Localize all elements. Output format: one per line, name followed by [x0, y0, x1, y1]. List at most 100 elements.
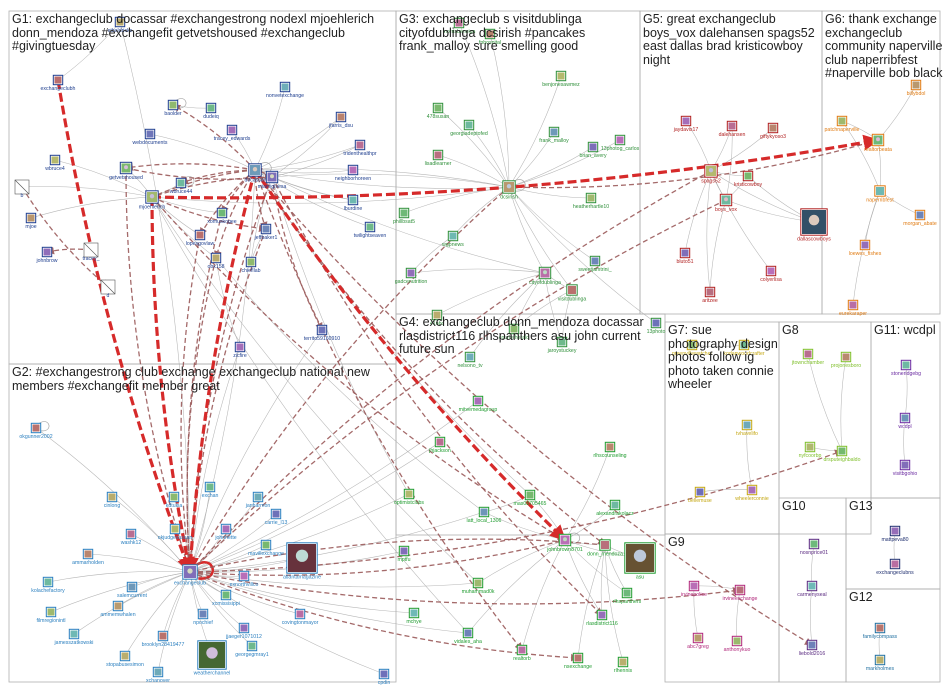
node-sweetjamtrini_[interactable]: sweetjamtrini_ [578, 256, 611, 273]
node-weatherchannel[interactable]: weatherchannel [194, 641, 231, 677]
node-naperribfest[interactable]: naperribfest [866, 186, 894, 204]
node-dudeiq[interactable]: dudeiq [203, 103, 219, 120]
node-markholmes[interactable]: markholmes [866, 655, 895, 672]
node-brooklyn28419477[interactable]: brooklyn28419477 [142, 631, 185, 648]
node-getvetshoused[interactable]: getvetshoused [109, 162, 143, 181]
node-stopabusesimon[interactable]: stopabusesimon [106, 651, 144, 668]
node-b[interactable]: b [15, 180, 29, 199]
node-asu[interactable]: asu [625, 543, 655, 581]
node-lisadlearner[interactable]: lisadlearner [425, 150, 452, 167]
node-wbruce4[interactable]: wbruce4 [45, 155, 65, 172]
node-kristicowboy[interactable]: kristicowboy [734, 171, 763, 188]
node-exchangeclubh[interactable]: exchangeclubh [41, 75, 76, 92]
node-colyerlisa[interactable]: colyerlisa [760, 266, 782, 283]
node-salemcurrent[interactable]: salemcurrent [117, 582, 148, 599]
node-tracey_edwards[interactable]: tracey_edwards [214, 125, 251, 142]
node-covingtonmayor[interactable]: covingtonmayor [282, 609, 319, 626]
node-neighborhoreen[interactable]: neighborhoreen [335, 165, 371, 182]
node-tracey_[interactable]: tracey_ [82, 243, 99, 262]
node-wcdpl[interactable]: wcdpl [898, 413, 911, 430]
node-visitbgohio[interactable]: visitbgohio [893, 460, 918, 477]
node-mjoe[interactable]: mjoe [25, 213, 36, 230]
node-chiefllab[interactable]: chiefllab [241, 257, 260, 274]
node-obx158[interactable]: obx158 [207, 253, 224, 270]
node-realtorb[interactable]: realtorb [513, 645, 531, 662]
node-giftykyoso3[interactable]: giftykyoso3 [760, 123, 786, 140]
node-13photog_carlos[interactable]: 13photog_carlos [601, 135, 640, 152]
node-478susan[interactable]: 478susan [427, 103, 450, 120]
node-okgunner2002[interactable]: okgunner2002 [19, 423, 52, 440]
node-projonesboro[interactable]: projonesboro [831, 352, 861, 369]
node-nyfcoorbp[interactable]: nyfcoorbp [799, 442, 822, 459]
node-drsputeighbaldo[interactable]: drsputeighbaldo [824, 446, 861, 463]
node-lburdine[interactable]: lburdine [344, 195, 363, 212]
node-irvinepolice[interactable]: irvinepolice [681, 581, 707, 598]
node-filmregionintl[interactable]: filmregionintl [36, 607, 65, 624]
node-carmenyseal[interactable]: carmenyseal [797, 581, 826, 598]
node-bluto51[interactable]: bluto51 [676, 248, 693, 265]
node-xomuskogee[interactable]: xomuskogee [207, 208, 237, 225]
node-mchye[interactable]: mchye [406, 608, 421, 625]
node-cinlong[interactable]: cinlong [104, 492, 121, 509]
node-rlhscounseling[interactable]: rlhscounseling [593, 442, 626, 459]
node-ammemwhalen[interactable]: ammemwhalen [100, 601, 135, 618]
node-bellemuse[interactable]: bellemuse [688, 487, 712, 504]
node-xchanover[interactable]: xchanover [146, 667, 170, 684]
node-jfarris_dsu[interactable]: jfarris_dsu [328, 112, 353, 129]
node-optimistclubs[interactable]: optimistclubs [394, 489, 424, 506]
node-jaydavis17[interactable]: jaydavis17 [673, 116, 699, 133]
node-zicfire[interactable]: zicfire [233, 342, 247, 359]
node-gadcenutrition[interactable]: gadcenutrition [395, 268, 428, 285]
node-wheelerconnie[interactable]: wheelerconnie [735, 485, 769, 502]
node-liebold2016[interactable]: liebold2016 [799, 640, 826, 657]
node-atlantamagazine[interactable]: atlantamagazine [283, 543, 321, 581]
node-stoneridgebg[interactable]: stoneridgebg [891, 360, 921, 377]
node-nosnprice01[interactable]: nosnprice01 [800, 539, 828, 556]
node-vidales_aha[interactable]: vidales_aha [454, 628, 482, 645]
node-nonvetexchange[interactable]: nonvetexchange [266, 82, 304, 99]
node-tvhavelifo[interactable]: tvhavelifo [736, 420, 758, 437]
node-dcsirish[interactable]: dcsirish [500, 181, 518, 201]
node-billybdol[interactable]: billybdol [907, 80, 926, 97]
node-heatherhartle10[interactable]: heatherhartle10 [573, 193, 609, 210]
node-familycompass[interactable]: familycompass [863, 623, 898, 640]
node-mattpeva80[interactable]: mattpeva80 [881, 526, 908, 543]
node-morgan_abate[interactable]: morgan_abate [903, 210, 937, 227]
node-anthonykuo[interactable]: anthonykuo [724, 636, 751, 653]
node-loewes_fishes[interactable]: loewes_fishes [849, 240, 882, 257]
node-carrie_l13[interactable]: carrie_l13 [265, 509, 288, 526]
node-dalehansen[interactable]: dalehansen [719, 121, 746, 138]
node-abc7greg[interactable]: abc7greg [687, 633, 709, 650]
node-patchnaperville[interactable]: patchnaperville [825, 116, 860, 133]
node-jtownchamber[interactable]: jtownchamber [791, 349, 825, 366]
node-latt_local_1306[interactable]: latt_local_1306 [467, 507, 502, 524]
node-rlhennis[interactable]: rlhennis [614, 657, 633, 674]
node-rlhspanthers[interactable]: rlhspanthers [613, 588, 642, 605]
node-eurekaraper[interactable]: eurekaraper [839, 300, 867, 317]
node-aritzee[interactable]: aritzee [702, 287, 718, 304]
node-alexandrakolacz[interactable]: alexandrakolacz [596, 500, 634, 517]
node-realtorbeata[interactable]: realtorbeata [864, 134, 892, 153]
node-territo59160910[interactable]: territo59160910 [304, 325, 340, 342]
node-jjaeger1071012[interactable]: jjaeger1071012 [225, 623, 262, 640]
node-mavillexchange[interactable]: mavillexchange [248, 540, 284, 557]
node-xcmissisippi[interactable]: xcmissisippi [212, 590, 240, 607]
node-muhammad0k[interactable]: muhammad0k [462, 578, 495, 595]
node-dallascowboys[interactable]: dallascowboys [797, 209, 831, 243]
node-cityofdublinga[interactable]: cityofdublinga [529, 267, 561, 286]
node-webdocuments[interactable]: webdocuments [133, 129, 168, 146]
node-georgiadeptofed[interactable]: georgiadeptofed [450, 120, 488, 137]
node-benjonesawmez[interactable]: benjonesawmez [542, 71, 580, 88]
node-johnbrow[interactable]: johnbrow [35, 247, 57, 264]
node-d[interactable]: d [101, 280, 115, 299]
node-nsexchange[interactable]: nsexchange [564, 653, 592, 670]
node-tridenthealthpr[interactable]: tridenthealthpr [343, 140, 376, 157]
node-frank_malloy[interactable]: frank_malloy [539, 127, 569, 144]
node-npochief[interactable]: npochief [193, 609, 213, 626]
node-ammarholden[interactable]: ammarholden [72, 549, 104, 566]
node-mptfu[interactable]: mptfu [398, 546, 411, 563]
node-georgegmray1[interactable]: georgegmray1 [235, 641, 269, 658]
node-wgpnews[interactable]: wgpnews [442, 231, 464, 248]
node-twilightseaven[interactable]: twilightseaven [354, 222, 387, 239]
node-mitvemedagroup[interactable]: mitvemedagroup [459, 396, 498, 413]
